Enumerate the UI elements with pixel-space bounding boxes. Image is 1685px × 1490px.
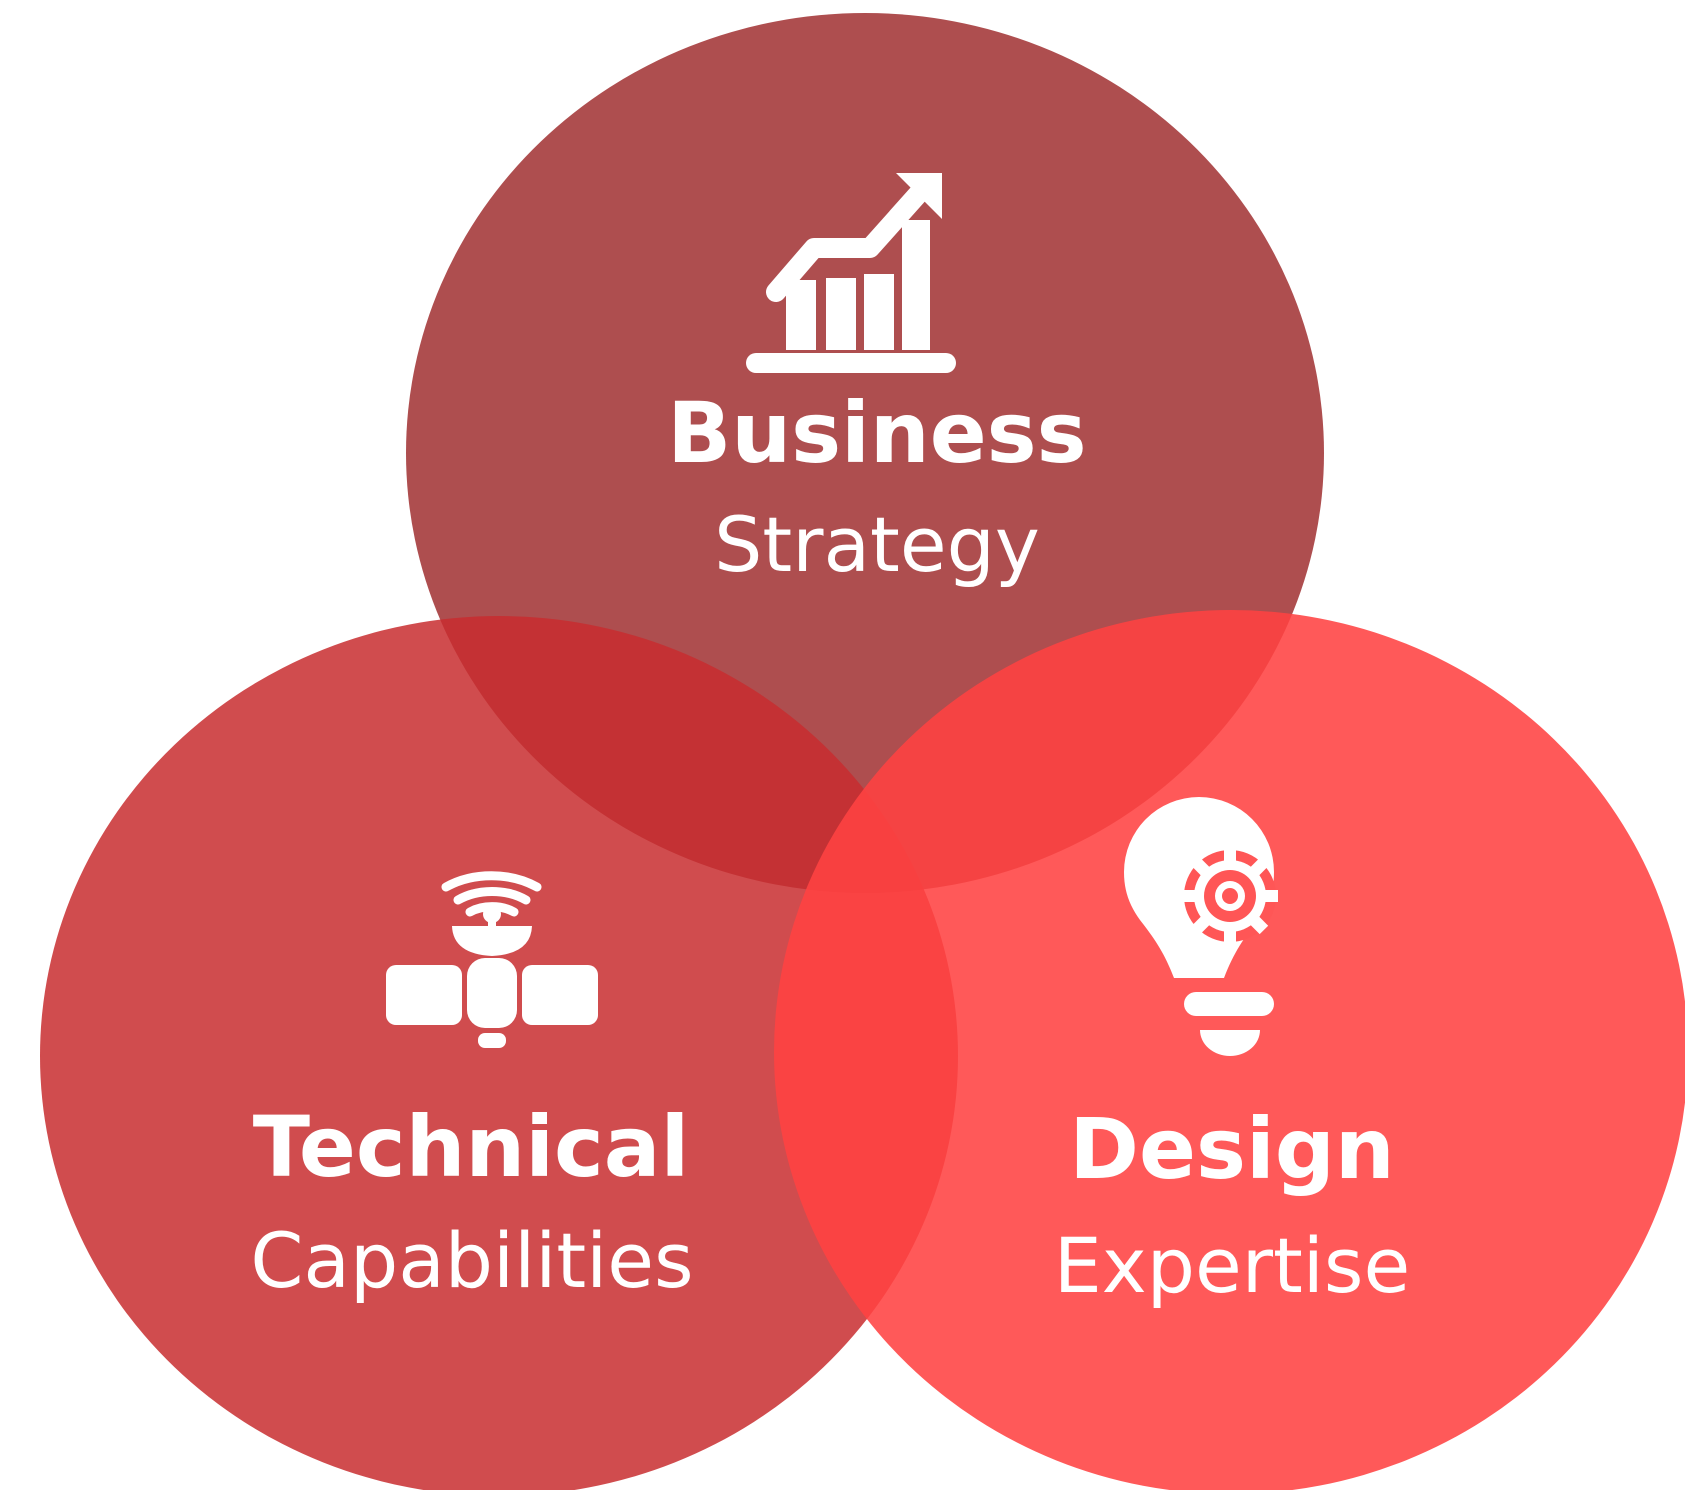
circle-technical (40, 616, 958, 1490)
business-title: Business (667, 384, 1086, 482)
lightbulb-gear-icon (1124, 797, 1278, 1056)
satellite-icon (386, 871, 598, 1048)
business-subtitle: Strategy (714, 500, 1040, 589)
design-subtitle: Expertise (1054, 1221, 1411, 1310)
technical-subtitle: Capabilities (250, 1216, 693, 1305)
design-title: Design (1069, 1100, 1394, 1198)
technical-title: Technical (253, 1098, 690, 1196)
growth-chart-icon (746, 173, 956, 373)
